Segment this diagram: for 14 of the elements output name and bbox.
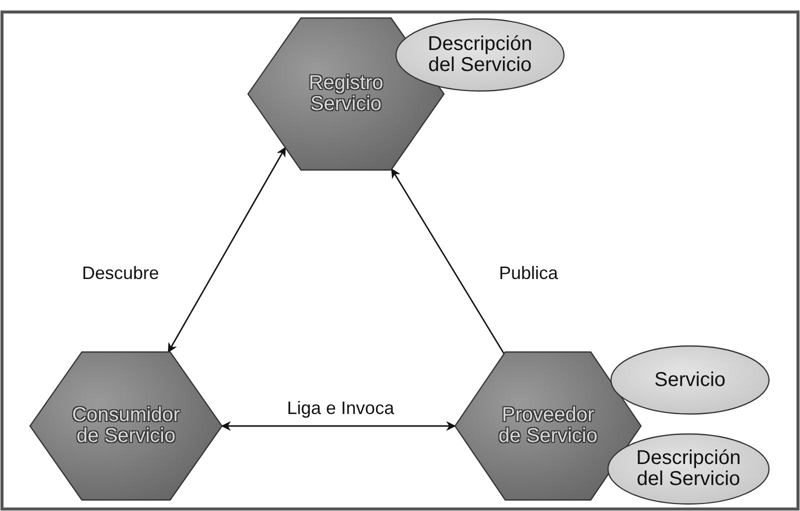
ellipse-node: [610, 345, 770, 415]
node-label: Consumidor de Servicio: [71, 405, 181, 447]
arrow: [391, 168, 505, 354]
arrow: [221, 421, 456, 431]
node-label: Proveedor de Servicio: [498, 405, 598, 447]
ellipse-node: [607, 433, 770, 505]
node-label: Descripción del Servicio: [635, 448, 742, 490]
edge-label: Liga e Invoca: [285, 398, 396, 419]
node-label: Servicio: [653, 370, 727, 390]
node-label: Descripción del Servicio: [426, 34, 534, 76]
node-label: Registro Servicio: [308, 73, 384, 115]
hexagon-node: [30, 352, 222, 500]
ellipse-node: [395, 18, 565, 92]
arrow: [168, 146, 286, 353]
